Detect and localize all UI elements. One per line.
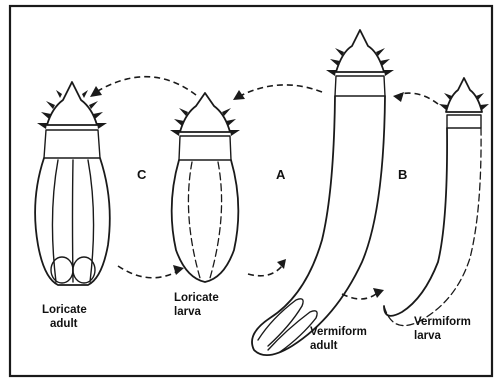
loricate-adult-plate-line: [88, 160, 94, 282]
arrow-loricate-adult-to-larva: [118, 266, 176, 278]
loricate-adult-organism: [35, 82, 110, 285]
loricate-adult-plate-line: [52, 160, 58, 282]
caption-vermiform-larva-line2: larva: [414, 330, 441, 342]
vermiform-larva-organism: [384, 78, 489, 326]
vermiform-larva-neck: [447, 115, 481, 128]
arrow-vermiform-adult-to-loricate-larva: [240, 85, 322, 96]
caption-loricate-adult-line2: adult: [50, 318, 78, 330]
arrow-head: [90, 86, 102, 97]
cycle-arrows: [90, 77, 438, 299]
loricate-larva-neck: [179, 136, 231, 160]
vermiform-larva-body-left: [384, 128, 447, 316]
vermiform-adult-neck: [335, 76, 385, 96]
vermiform-larva-head: [446, 78, 482, 112]
loricate-larva-plate-line: [188, 162, 200, 278]
vermiform-larva-spines: [439, 93, 489, 110]
vermiform-adult-head: [336, 30, 384, 72]
label-a: A: [276, 167, 286, 182]
vermiform-adult-body: [252, 96, 385, 355]
loricate-larva-plate-line: [210, 162, 222, 278]
arrow-head: [393, 92, 404, 102]
arrow-head: [173, 265, 184, 275]
arrow-head: [373, 288, 384, 298]
caption-vermiform-larva-line1: Vermiform: [414, 316, 471, 328]
label-c: C: [137, 167, 147, 182]
caption-loricate-larva-line1: Loricate: [174, 292, 219, 304]
caption-vermiform-adult-line2: adult: [310, 340, 338, 352]
loricate-larva-organism: [170, 93, 240, 282]
loricate-adult-head: [47, 82, 97, 125]
arrow-loricate-larva-to-vermiform-adult: [248, 266, 282, 276]
vermiform-larva-body-right: [384, 128, 481, 326]
arrow-larva-to-adult-top: [96, 77, 196, 95]
loricate-adult-plate-line: [73, 160, 74, 282]
caption-vermiform-adult-line1: Vermiform: [310, 326, 367, 338]
caption-loricate-larva-line2: larva: [174, 306, 201, 318]
arrow-vermiform-adult-to-larva: [342, 294, 376, 299]
caption-loricate-adult-line1: Loricate: [42, 304, 87, 316]
loricate-larva-lorica: [172, 160, 239, 282]
loricate-adult-neck: [44, 130, 100, 158]
vermiform-adult-organism: [252, 30, 394, 355]
arrow-vermiform-larva-to-adult: [400, 93, 438, 104]
label-b: B: [398, 167, 407, 182]
